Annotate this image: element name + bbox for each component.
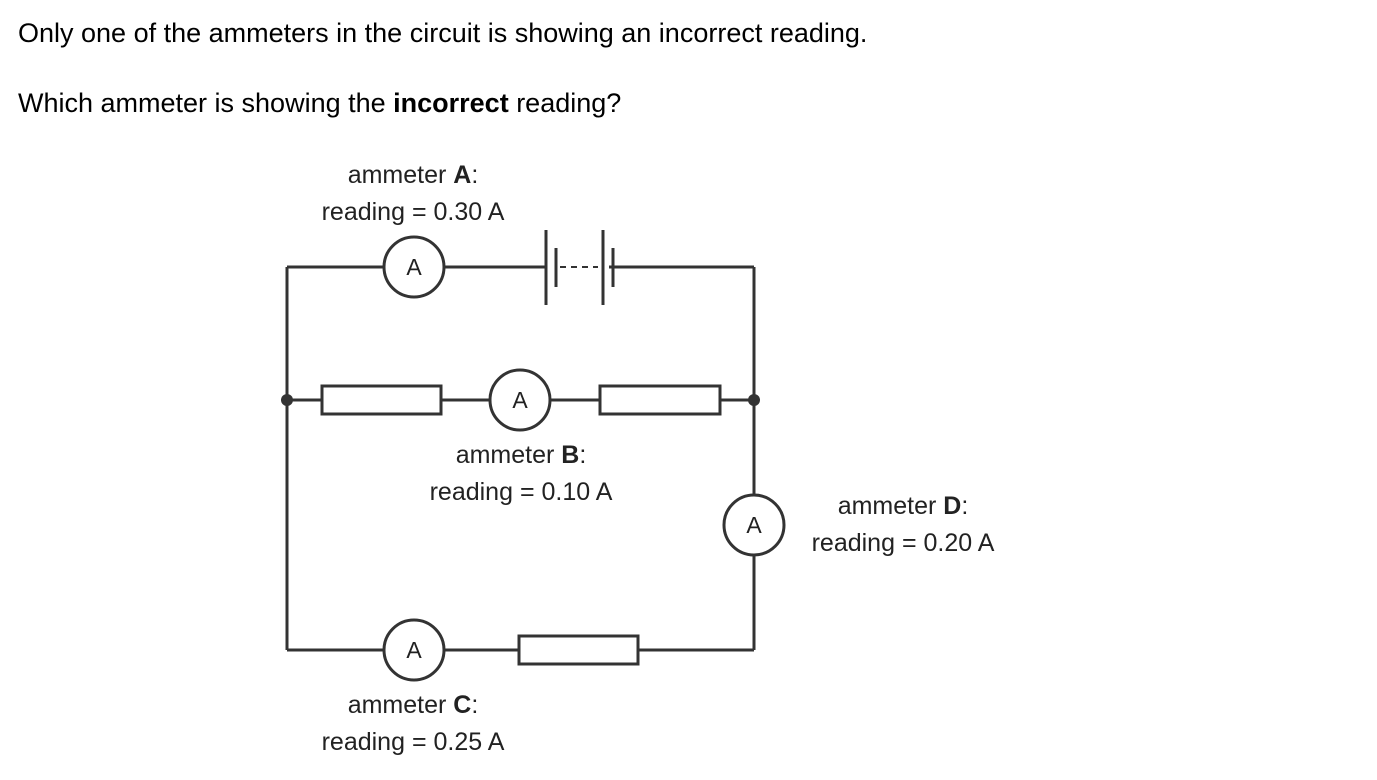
ammeter-a-title: ammeter A: [348, 161, 479, 189]
question-line-2: Which ammeter is showing the incorrect r… [18, 87, 621, 119]
resistor-bottom [517, 634, 640, 666]
resistor-middle-left [320, 384, 443, 416]
ammeter-b-symbol: A [512, 387, 528, 413]
junction-right [748, 394, 760, 406]
ammeter-c-symbol: A [406, 637, 422, 663]
battery [544, 230, 615, 305]
question-line-1: Only one of the ammeters in the circuit … [18, 18, 868, 48]
ammeter-c-title: ammeter C: [348, 691, 479, 719]
ammeter-d-symbol: A [746, 512, 762, 538]
ammeter-c-circle [382, 618, 446, 682]
junction-left [281, 394, 293, 406]
ammeter-b: A [488, 368, 552, 432]
ammeter-d-reading: reading = 0.20 A [812, 529, 995, 557]
ammeter-b-reading: reading = 0.10 A [430, 478, 613, 506]
ammeter-b-circle [488, 368, 552, 432]
ammeter-d-title: ammeter D: [838, 492, 969, 520]
ammeter-d: A [722, 493, 786, 557]
ammeter-b-title: ammeter B: [456, 441, 587, 469]
question-text-before: Which ammeter is showing the [18, 88, 394, 118]
ammeter-a: A [382, 235, 446, 299]
question-emphasis: incorrect [393, 88, 509, 118]
question-text-after: reading? [508, 88, 622, 118]
ammeter-d-circle [722, 493, 786, 557]
ammeter-c-reading: reading = 0.25 A [322, 728, 505, 756]
circuit-wires [285, 265, 756, 652]
ammeter-a-reading: reading = 0.30 A [322, 198, 505, 226]
resistor-middle-right [598, 384, 722, 416]
ammeter-c: A [382, 618, 446, 682]
ammeter-a-circle [382, 235, 446, 299]
ammeter-a-symbol: A [406, 254, 422, 280]
